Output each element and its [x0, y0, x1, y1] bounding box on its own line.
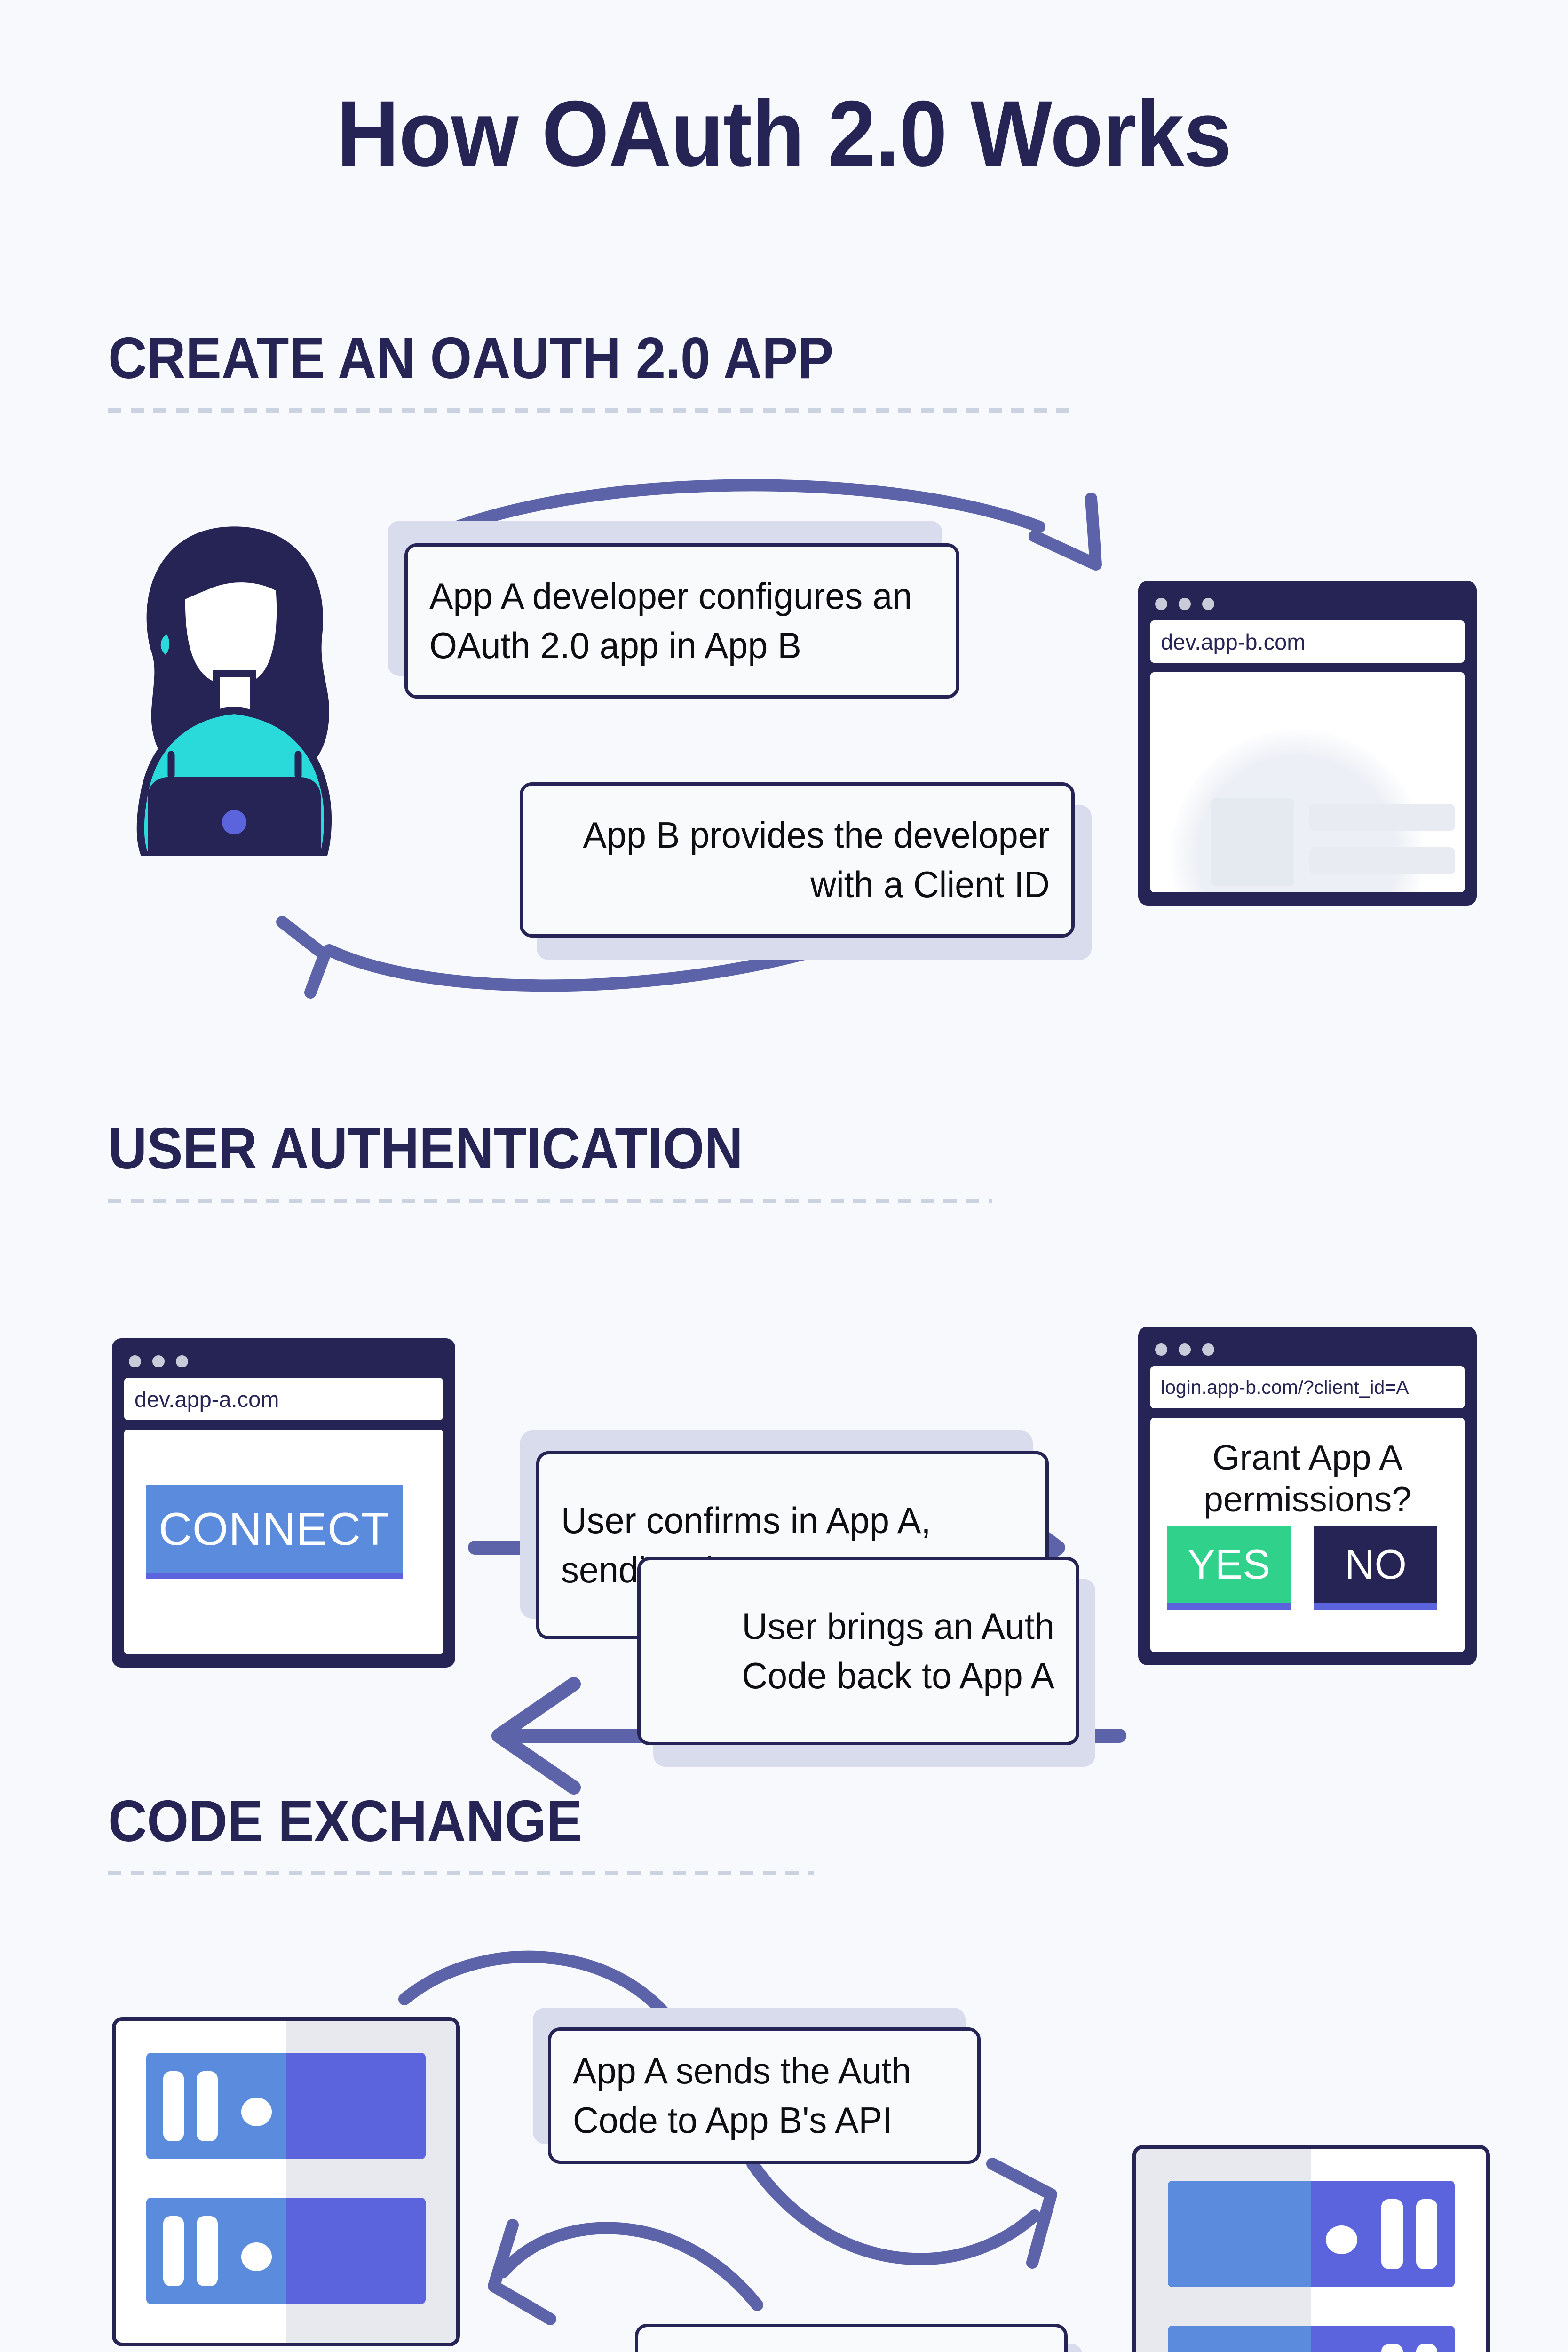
section-heading-code-exchange-text: CODE EXCHANGE: [108, 1789, 582, 1854]
arrow-exchange-back-a: [497, 2222, 763, 2311]
address-bar[interactable]: login.app-b.com/?client_id=A: [1150, 1366, 1465, 1408]
callout-text: App A sends the Auth Code to App B's API: [573, 2050, 911, 2141]
rack-bar: [1416, 2199, 1438, 2269]
browser-window-login-app-b[interactable]: login.app-b.com/?client_id=A Grant App A…: [1138, 1327, 1477, 1665]
browser-viewport: CONNECT: [124, 1430, 443, 1654]
callout-box: App A developer configures an OAuth 2.0 …: [404, 543, 959, 699]
rack-bar: [1381, 2199, 1403, 2269]
rack-tint: [1167, 2326, 1311, 2352]
rack-bar: [163, 2216, 184, 2286]
rack-tint: [286, 2198, 426, 2304]
section-heading-create-app-text: CREATE AN OAUTH 2.0 APP: [108, 326, 834, 391]
callout-box: App A sends the Auth Code to App B's API: [548, 2027, 981, 2164]
window-dot: [176, 1355, 188, 1367]
rack-tint: [286, 2053, 426, 2160]
server-rack: [146, 2053, 426, 2160]
callout-box: User brings an Auth Code back to App A: [637, 1557, 1079, 1745]
section-rule: [108, 408, 1077, 413]
callout-text: App B sends back an Access Token: [671, 2343, 1043, 2352]
rack-bar: [1416, 2344, 1438, 2352]
placeholder-bar: [1309, 804, 1455, 831]
rack-bar: [1381, 2344, 1403, 2352]
server-rack: [1167, 2181, 1455, 2288]
server-rack: [146, 2198, 426, 2304]
window-dot: [1179, 598, 1191, 610]
browser-viewport: Grant App A permissions? YES NO: [1150, 1418, 1465, 1652]
window-dot: [1202, 598, 1214, 610]
callout-text: App B provides the developer with a Clie…: [583, 814, 1050, 905]
browser-viewport: [1150, 672, 1465, 892]
section-heading-user-auth: USER AUTHENTICATION: [108, 1120, 992, 1203]
window-dot: [129, 1355, 141, 1367]
page-title: How OAuth 2.0 Works: [336, 81, 1232, 185]
rack-indicator: [1325, 2225, 1357, 2255]
callout-app-a-developer-configures: App A developer configures an OAuth 2.0 …: [388, 521, 959, 699]
section-rule: [108, 1199, 992, 1203]
browser-window-dev-app-a[interactable]: dev.app-a.com CONNECT: [112, 1338, 455, 1668]
developer-illustration: [136, 526, 332, 856]
connect-button[interactable]: CONNECT: [146, 1485, 403, 1579]
window-controls: [124, 1351, 443, 1378]
window-dot: [152, 1355, 165, 1367]
arrow-exchange-out-b: [746, 2158, 1041, 2265]
callout-user-brings-auth-code: User brings an Auth Code back to App A: [637, 1557, 1095, 1767]
grant-permissions-question: Grant App A permissions?: [1204, 1438, 1411, 1519]
window-dot: [1155, 1343, 1167, 1356]
grant-no-button[interactable]: NO: [1314, 1526, 1437, 1610]
section-heading-user-auth-text: USER AUTHENTICATION: [108, 1116, 743, 1181]
window-controls: [1150, 593, 1465, 620]
callout-text: App A developer configures an OAuth 2.0 …: [429, 575, 912, 666]
callout-app-b-sends-access-token: App B sends back an Access Token: [635, 2324, 1083, 2352]
section-heading-create-app: CREATE AN OAUTH 2.0 APP: [108, 329, 1077, 413]
server-app-a: [112, 2017, 460, 2346]
placeholder-square: [1211, 798, 1294, 886]
grant-yes-button[interactable]: YES: [1167, 1526, 1291, 1610]
section-heading-code-exchange: CODE EXCHANGE: [108, 1792, 814, 1875]
callout-text: User brings an Auth Code back to App A: [742, 1605, 1054, 1696]
window-controls: [1150, 1339, 1465, 1366]
rack-bar: [197, 2216, 218, 2286]
address-bar[interactable]: dev.app-a.com: [124, 1378, 443, 1420]
window-dot: [1155, 598, 1167, 610]
callout-box: App B sends back an Access Token: [635, 2324, 1068, 2352]
callout-app-b-provides-client-id: App B provides the developer with a Clie…: [520, 782, 1092, 960]
address-bar[interactable]: dev.app-b.com: [1150, 620, 1465, 663]
section-rule: [108, 1871, 814, 1875]
window-dot: [1202, 1343, 1214, 1356]
placeholder-bar: [1309, 847, 1455, 874]
window-dot: [1179, 1343, 1191, 1356]
rack-bar: [197, 2071, 218, 2141]
rack-bar: [163, 2071, 184, 2141]
rack-indicator: [241, 2242, 272, 2271]
callout-box: App B provides the developer with a Clie…: [520, 782, 1075, 938]
rack-tint: [1167, 2181, 1311, 2288]
browser-window-dev-app-b[interactable]: dev.app-b.com: [1138, 581, 1477, 906]
server-rack: [1167, 2326, 1455, 2352]
server-app-b: [1132, 2145, 1490, 2352]
callout-app-a-sends-auth-code: App A sends the Auth Code to App B's API: [533, 2008, 981, 2164]
rack-indicator: [241, 2098, 272, 2127]
